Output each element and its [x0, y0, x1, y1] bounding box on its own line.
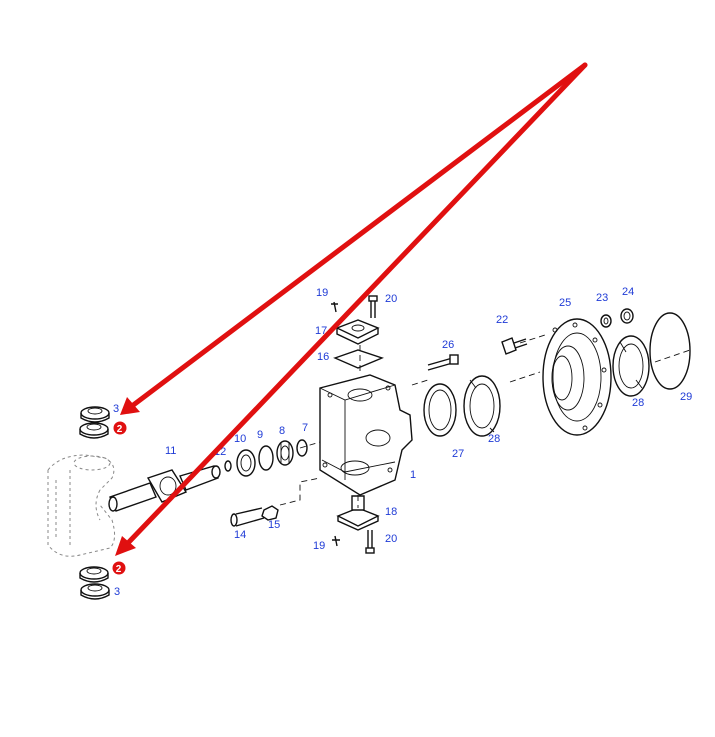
callout-19b[interactable]: 19: [313, 540, 325, 552]
arrowhead-top: [120, 397, 140, 415]
arrow-to-bottom-bearing: [125, 62, 588, 546]
callout-15[interactable]: 15: [268, 519, 280, 531]
svg-text:2: 2: [116, 564, 122, 575]
callout-2-bottom[interactable]: 2: [112, 561, 126, 575]
bearing-28-inner[interactable]: [463, 375, 501, 437]
stud-26[interactable]: [427, 354, 459, 371]
o-ring-29[interactable]: [649, 312, 691, 390]
callout-7[interactable]: 7: [302, 422, 308, 434]
snap-ring-7[interactable]: [296, 439, 308, 457]
bearing-8[interactable]: [276, 440, 294, 466]
nut-15[interactable]: [261, 505, 279, 521]
shim-16[interactable]: [333, 349, 384, 369]
svg-text:2: 2: [117, 424, 123, 435]
highlight-arrows: [115, 62, 588, 556]
seal-ring-9[interactable]: [258, 445, 274, 471]
callout-11[interactable]: 11: [165, 445, 176, 457]
arrow-to-top-bearing: [129, 62, 588, 409]
callout-26[interactable]: 26: [442, 339, 454, 351]
callout-24[interactable]: 24: [622, 286, 634, 298]
callout-20a[interactable]: 20: [385, 293, 397, 305]
callout-20b[interactable]: 20: [385, 533, 397, 545]
washer-23[interactable]: [600, 314, 612, 328]
callout-2-top[interactable]: 2: [113, 421, 127, 435]
callout-25[interactable]: 25: [559, 297, 571, 309]
callout-28b[interactable]: 28: [632, 397, 644, 409]
callout-1[interactable]: 1: [410, 469, 416, 481]
steering-knuckle[interactable]: [319, 374, 413, 496]
callout-3b[interactable]: 3: [114, 586, 120, 598]
bearing-28-outer[interactable]: [612, 335, 650, 397]
callout-27[interactable]: 27: [452, 448, 464, 460]
callout-10[interactable]: 10: [234, 433, 246, 445]
bearing-2-top[interactable]: [79, 422, 109, 439]
nut-24[interactable]: [620, 308, 634, 324]
callout-29[interactable]: 29: [680, 391, 692, 403]
seal-27[interactable]: [423, 383, 457, 437]
snap-ring-12[interactable]: [224, 460, 232, 472]
callout-8[interactable]: 8: [279, 425, 285, 437]
callout-9[interactable]: 9: [257, 429, 263, 441]
callout-23[interactable]: 23: [596, 292, 608, 304]
callout-14[interactable]: 14: [234, 529, 246, 541]
callout-19a[interactable]: 19: [316, 287, 328, 299]
callout-22[interactable]: 22: [496, 314, 508, 326]
wheel-stud-22[interactable]: [501, 337, 528, 355]
callout-labels: 1 3 3 7 8 9 10 11 12 14 15 16 17 18 19 1…: [113, 286, 692, 598]
callout-16[interactable]: 16: [317, 351, 329, 363]
bolt-top[interactable]: [368, 295, 378, 318]
callout-18[interactable]: 18: [385, 506, 397, 518]
wheel-hub-25[interactable]: [542, 318, 612, 436]
bearing-10[interactable]: [236, 449, 256, 477]
bearing-3-top[interactable]: [80, 406, 110, 423]
callout-28a[interactable]: 28: [488, 433, 500, 445]
bearing-3-bottom[interactable]: [80, 583, 110, 600]
bearing-2-bottom[interactable]: [79, 566, 109, 583]
kingpin-cap-bottom[interactable]: [336, 495, 380, 531]
kingpin-cap-top[interactable]: [335, 319, 380, 345]
callout-3a[interactable]: 3: [113, 403, 119, 415]
callout-17[interactable]: 17: [315, 325, 327, 337]
arrowhead-bottom: [115, 536, 136, 556]
bolt-bottom[interactable]: [365, 530, 375, 554]
grease-nipple-bottom[interactable]: [332, 535, 340, 547]
bolt-14[interactable]: [230, 507, 265, 527]
assembly-lines: [279, 334, 691, 508]
axle-housing: [47, 454, 116, 557]
grease-nipple-top[interactable]: [331, 301, 338, 313]
